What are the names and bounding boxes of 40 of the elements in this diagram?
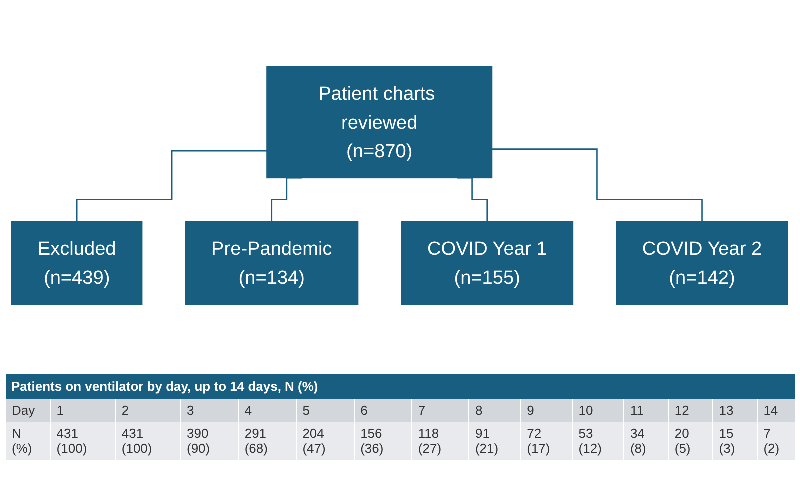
node-box: COVID Year 2 (n=142) [616,220,788,304]
table-cell: 13 [712,399,758,422]
table-cell: 431 (100) [115,422,180,460]
node-box: Excluded (n=439) [12,220,143,304]
connector [457,176,488,222]
table-cell: 10 [572,399,624,422]
table-cell: 5 [296,399,354,422]
table-cell: 72 (17) [520,422,572,460]
table-cell: 2 [115,399,180,422]
table-cell: 53 (12) [572,422,624,460]
table-cell: 156 (36) [354,422,412,460]
table-cell: 6 [354,399,412,422]
table-cell: 7 [412,399,469,422]
node-box: Pre-Pandemic (n=134) [185,220,359,304]
table-cell: 91 (21) [468,422,521,460]
table-cell: 431 (100) [50,422,116,460]
table-cell: 15 (3) [712,422,758,460]
row-header-cell: N (%) [6,422,50,460]
table-cell: 1 [50,399,116,422]
table-cell: 9 [520,399,572,422]
row-header-cell: Day [6,399,50,422]
table-cell: 7 (2) [757,422,795,460]
table-cell: 14 [757,399,795,422]
connector [271,176,302,222]
table-cell: 34 (8) [624,422,668,460]
table-cell: 3 [180,399,238,422]
table-cell: 204 (47) [296,422,354,460]
table-cell: 291 (68) [238,422,296,460]
table-cell: 12 [668,399,713,422]
table-cell: 11 [624,399,668,422]
connector [76,150,268,222]
connector [492,148,703,222]
table-cell: 4 [238,399,296,422]
table-cell: 118 (27) [412,422,469,460]
table-cell: 8 [468,399,521,422]
table-cell: 20 (5) [668,422,713,460]
node-box: COVID Year 1 (n=155) [401,220,574,304]
table-title: Patients on ventilator by day, up to 14 days, N (%) [6,374,795,399]
table-cell: 390 (90) [180,422,238,460]
node-box: Patient charts reviewed (n=870) [266,66,493,178]
